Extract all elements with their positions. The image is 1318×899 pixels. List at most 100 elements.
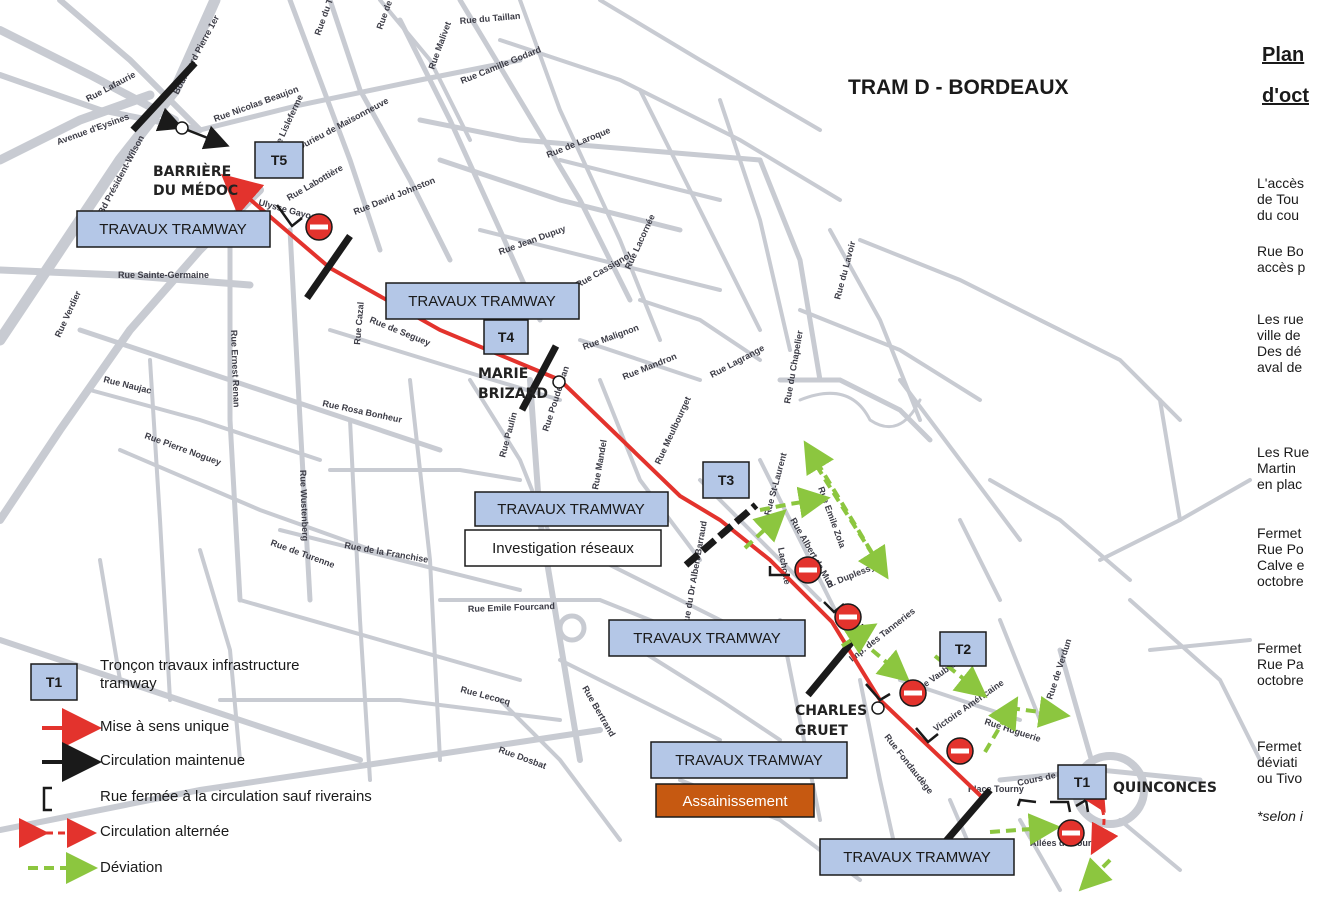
svg-text:TRAVAUX TRAMWAY: TRAVAUX TRAMWAY	[408, 293, 556, 310]
map-title: TRAM D - BORDEAUX	[848, 76, 1069, 99]
side-p3-l2: ville de	[1257, 327, 1301, 343]
side-p7-l1: Fermet	[1257, 738, 1302, 754]
svg-text:TRAVAUX TRAMWAY: TRAVAUX TRAMWAY	[843, 849, 991, 866]
travaux-box-2: TRAVAUX TRAMWAY	[385, 282, 580, 320]
side-p2-l2: accès p	[1257, 259, 1306, 275]
svg-text:Rue Jean Dupuy: Rue Jean Dupuy	[497, 223, 567, 257]
side-p6-l2: Rue Pa	[1257, 656, 1304, 672]
side-footnote: *selon i	[1257, 808, 1303, 824]
svg-text:T2: T2	[955, 641, 972, 657]
side-p3-l3: Des dé	[1257, 343, 1302, 359]
svg-text:TRAVAUX TRAMWAY: TRAVAUX TRAMWAY	[675, 752, 823, 769]
side-p6-l3: octobre	[1257, 672, 1304, 688]
closure-bars	[130, 60, 993, 851]
side-p7-l3: ou Tivo	[1257, 770, 1303, 786]
svg-text:Rue Malivet: Rue Malivet	[426, 20, 453, 70]
tram-stop-icon	[871, 701, 885, 715]
no-entry-icon	[834, 603, 862, 631]
side-p2-l1: Rue Bo	[1257, 243, 1304, 259]
no-entry-icon	[946, 737, 974, 765]
travaux-box-5: TRAVAUX TRAMWAY	[650, 741, 848, 779]
svg-text:Rue Camille Godard: Rue Camille Godard	[459, 44, 543, 85]
legend-troncon-line1: Tronçon travaux infrastructure	[100, 657, 300, 674]
svg-text:Rue Wustenberg: Rue Wustenberg	[298, 470, 310, 542]
svg-text:TRAVAUX TRAMWAY: TRAVAUX TRAMWAY	[633, 630, 781, 647]
section-t1: T1	[1057, 764, 1107, 800]
legend-bracket	[42, 786, 52, 812]
assainissement-box: Assainissement	[655, 783, 815, 818]
legend-t1-box	[30, 663, 78, 701]
svg-text:Rue Ernest Renan: Rue Ernest Renan	[229, 330, 242, 408]
street-network	[0, 0, 1262, 892]
svg-text:Rue Cazal: Rue Cazal	[352, 301, 366, 345]
svg-text:Rue Emile Zola: Rue Emile Zola	[816, 485, 848, 550]
svg-text:Rue Mandel: Rue Mandel	[590, 439, 609, 490]
svg-text:Rue Meulbourget: Rue Meulbourget	[653, 395, 693, 466]
svg-text:Rue Naujac: Rue Naujac	[103, 374, 153, 396]
no-entry-icon	[899, 679, 927, 707]
svg-text:Rue Malignon: Rue Malignon	[581, 322, 640, 352]
svg-text:TRAVAUX TRAMWAY: TRAVAUX TRAMWAY	[497, 501, 645, 518]
travaux-box-1: TRAVAUX TRAMWAY	[76, 210, 271, 248]
legend-deviation: Déviation	[100, 859, 163, 876]
travaux-box-3: TRAVAUX TRAMWAY	[474, 491, 669, 527]
svg-text:Rue de Ruat: Rue de Ruat	[374, 0, 401, 31]
legend-troncon: Tronçon travaux infrastructure tramway	[100, 657, 300, 693]
side-p4-l3: en plac	[1257, 476, 1303, 492]
svg-text:BARRIÈRE: BARRIÈRE	[153, 163, 231, 180]
tram-stops	[175, 121, 885, 715]
investigation-box: Investigation réseaux	[464, 529, 662, 567]
side-p4-l2: Martin	[1257, 460, 1296, 476]
tram-stop-icon	[552, 375, 566, 389]
side-p3-l4: aval de	[1257, 359, 1303, 375]
travaux-boxes: TRAVAUX TRAMWAY TRAVAUX TRAMWAY TRAVAUX …	[76, 210, 1015, 876]
side-p5-l4: octobre	[1257, 573, 1304, 589]
tram-stop-icon	[175, 121, 189, 135]
svg-text:BRIZARD: BRIZARD	[478, 386, 548, 402]
side-p5-l1: Fermet	[1257, 525, 1302, 541]
svg-text:T4: T4	[498, 329, 515, 345]
no-entry-icon	[1057, 819, 1085, 847]
section-boxes: T5 T4 T3 T2 T1	[254, 141, 1107, 800]
alternating-circulation	[1077, 779, 1119, 856]
svg-text:DU MÉDOC: DU MÉDOC	[153, 182, 238, 199]
svg-text:R. Duplessy: R. Duplessy	[825, 561, 877, 590]
svg-text:Bd Président-Wilson: Bd Président-Wilson	[96, 134, 146, 216]
legend-circulation-maintenue: Circulation maintenue	[100, 752, 246, 769]
svg-text:Assainissement: Assainissement	[682, 793, 788, 810]
side-p5-l3: Calve e	[1257, 557, 1305, 573]
legend-sens-unique: Mise à sens unique	[100, 718, 230, 735]
side-p5-l2: Rue Po	[1257, 541, 1304, 557]
section-t3: T3	[702, 461, 750, 499]
svg-text:Rue Huguerie: Rue Huguerie	[983, 716, 1042, 744]
svg-text:Rue Sainte-Germaine: Rue Sainte-Germaine	[118, 270, 209, 280]
legend-troncon-line2: tramway	[100, 675, 157, 692]
svg-text:GRUET: GRUET	[795, 723, 848, 739]
section-t5: T5	[254, 141, 304, 179]
svg-text:QUINCONCES: QUINCONCES	[1113, 780, 1217, 796]
side-p4-l1: Les Rue	[1257, 444, 1310, 460]
legend-alternee: Circulation alternée	[100, 823, 230, 840]
svg-text:CHARLES: CHARLES	[795, 703, 867, 719]
svg-text:Place Tourny: Place Tourny	[968, 784, 1024, 794]
no-entry-icon	[794, 556, 822, 584]
side-p3-l1: Les rue	[1257, 311, 1304, 327]
no-entry-icon	[305, 213, 333, 241]
svg-text:Investigation réseaux: Investigation réseaux	[492, 540, 634, 557]
svg-text:Rue du Chapelier: Rue du Chapelier	[782, 329, 805, 404]
svg-text:T5: T5	[271, 152, 288, 168]
svg-text:Rue de Verdun: Rue de Verdun	[1044, 638, 1073, 701]
svg-text:MARIE: MARIE	[478, 366, 528, 382]
side-heading-line1: Plan	[1262, 44, 1305, 66]
svg-text:TRAVAUX TRAMWAY: TRAVAUX TRAMWAY	[99, 221, 247, 238]
legend-symbols: T1	[19, 663, 102, 884]
travaux-box-6: TRAVAUX TRAMWAY	[819, 838, 1015, 876]
svg-text:Rue Rosa Bonheur: Rue Rosa Bonheur	[322, 398, 404, 425]
svg-text:T1: T1	[46, 674, 63, 690]
side-p7-l2: déviati	[1257, 754, 1298, 770]
side-p1-l1: L'accès	[1257, 175, 1305, 191]
svg-text:T3: T3	[718, 472, 735, 488]
travaux-box-4: TRAVAUX TRAMWAY	[608, 619, 806, 657]
side-heading-line2: d'oct	[1262, 85, 1309, 107]
